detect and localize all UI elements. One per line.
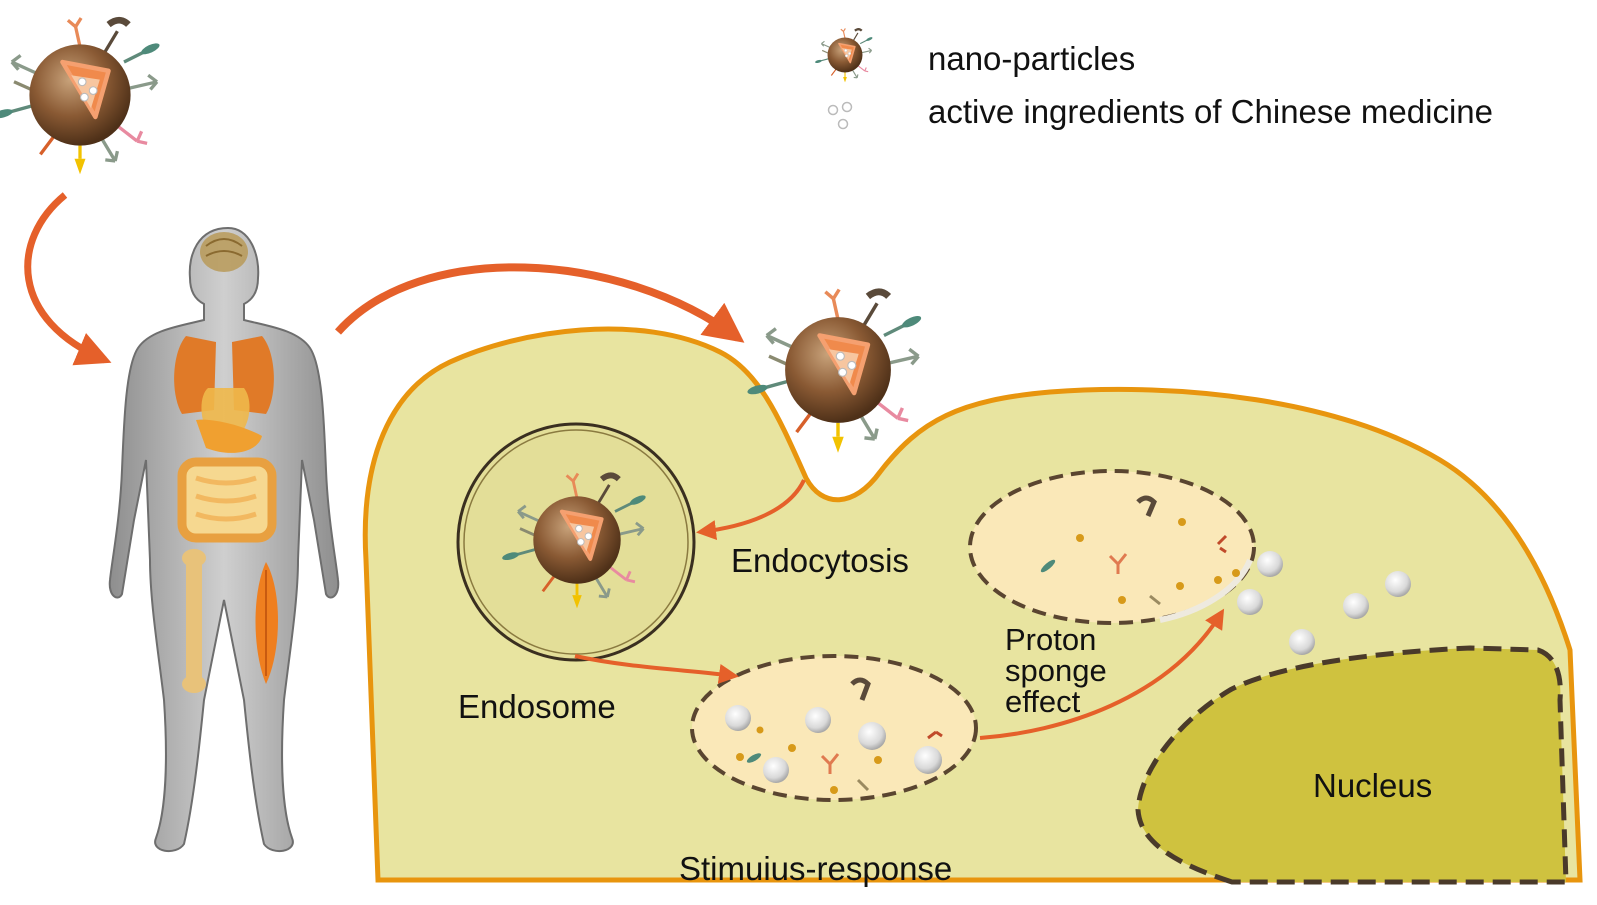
legend-ingredients-label: active ingredients of Chinese medicine [928,93,1493,130]
legend-nanoparticle-icon [813,27,875,84]
nanoparticle-icon [0,18,161,174]
arrow-endosome-to-stimulus [574,654,739,684]
proton-label-line-3: effect [1005,684,1081,719]
stimulus-response-label: Stimuius-response [679,850,953,887]
proton-label-line-2: sponge [1005,653,1107,688]
arrow-stimulus-to-proton [979,608,1225,740]
proton-vesicle-contents [1040,495,1240,606]
endosome-label: Endosome [458,688,616,725]
proton-sponge-label: Proton sponge effect [1005,624,1107,717]
nucleus-label: Nucleus [1313,767,1433,804]
stimulus-vesicle-contents [725,677,943,794]
endocytosis-label: Endocytosis [731,542,909,579]
arrow-to-body [24,192,112,366]
stimulus-vesicle [690,654,978,802]
proton-label-line-1: Proton [1005,622,1097,657]
legend-nanoparticles-label: nano-particles [928,40,1136,77]
nucleus [1135,645,1569,885]
human-body-icon [108,226,340,853]
ingredient-dots-icon [827,101,853,130]
arrow-to-cell [335,263,745,343]
released-ingredients [1237,551,1411,655]
arrow-endocytosis [696,479,806,541]
